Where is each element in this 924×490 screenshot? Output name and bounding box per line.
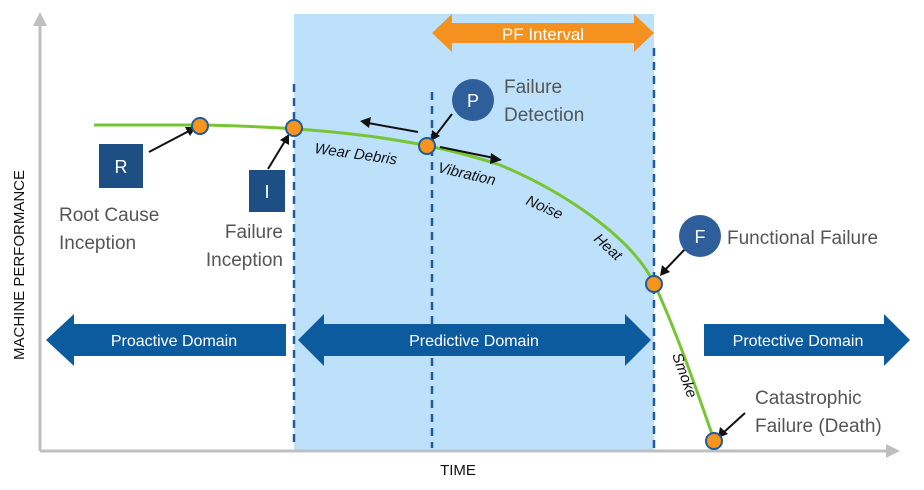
performance-curve bbox=[94, 123, 716, 441]
domain-protective-label: Protective Domain bbox=[733, 333, 864, 350]
domain-predictive-arrow bbox=[298, 314, 651, 366]
marker-f-circle bbox=[679, 215, 721, 257]
axes: TIME MACHINE PERFORMANCE bbox=[11, 12, 900, 479]
domain-protective-arrow bbox=[704, 314, 910, 366]
arrow-f-head bbox=[660, 265, 670, 276]
y-axis-arrowhead bbox=[33, 12, 47, 26]
arrow-r-line bbox=[148, 130, 190, 153]
y-axis-label: MACHINE PERFORMANCE bbox=[11, 170, 28, 360]
arrow-vibration-head bbox=[490, 153, 502, 164]
arrow-catastrophic-line bbox=[722, 412, 746, 434]
arrow-p-head bbox=[431, 130, 440, 141]
point-failure-detection bbox=[418, 137, 436, 155]
domain-protective: Protective Domain bbox=[704, 314, 910, 366]
point-failure-inception bbox=[285, 119, 303, 137]
root-cause-label-line1: Root Cause bbox=[59, 205, 159, 226]
arrow-i-line bbox=[267, 140, 286, 170]
arrow-f-line bbox=[664, 247, 687, 271]
marker-i-box bbox=[249, 170, 285, 212]
point-functional-failure bbox=[645, 275, 663, 293]
marker-i: I bbox=[249, 170, 285, 212]
marker-p-label: P bbox=[467, 91, 479, 111]
marker-r-label: R bbox=[115, 157, 128, 177]
curve-points bbox=[191, 117, 723, 450]
catastrophic-label-line1: Catastrophic bbox=[755, 388, 862, 409]
marker-f: F bbox=[679, 215, 721, 257]
marker-p-circle bbox=[452, 79, 494, 121]
domain-proactive-arrow bbox=[46, 314, 286, 366]
arrow-wear-debris-head bbox=[360, 117, 371, 128]
domain-predictive: Predictive Domain bbox=[298, 314, 651, 366]
marker-p: P bbox=[452, 79, 494, 121]
marker-r: R bbox=[99, 144, 143, 188]
failure-inception-label-line1: Failure bbox=[225, 222, 283, 243]
failure-inception-label-line2: Inception bbox=[206, 250, 283, 271]
functional-failure-label: Functional Failure bbox=[727, 228, 878, 249]
marker-f-label: F bbox=[695, 227, 706, 247]
point-root-cause bbox=[191, 117, 209, 135]
domain-predictive-label: Predictive Domain bbox=[409, 333, 539, 350]
pf-interval-arrow: PF Interval bbox=[432, 14, 654, 52]
curve-label-smoke: Smoke bbox=[668, 351, 700, 401]
x-axis-arrowhead bbox=[886, 444, 900, 458]
x-axis-label: TIME bbox=[440, 462, 476, 479]
pf-interval-label: PF Interval bbox=[502, 25, 584, 44]
marker-r-box bbox=[99, 144, 143, 188]
arrow-wear-debris-line bbox=[367, 122, 419, 133]
marker-i-label: I bbox=[264, 182, 269, 202]
root-cause-label-line2: Inception bbox=[59, 233, 136, 254]
catastrophic-label-line2: Failure (Death) bbox=[755, 416, 882, 437]
arrow-i-head bbox=[280, 134, 289, 145]
point-catastrophic bbox=[705, 432, 723, 450]
failure-detection-label-line2: Detection bbox=[504, 105, 584, 126]
arrow-vibration-line bbox=[439, 146, 495, 159]
arrow-p-line bbox=[435, 113, 453, 136]
domain-proactive-label: Proactive Domain bbox=[111, 333, 237, 350]
pf-interval-shape bbox=[432, 14, 654, 52]
failure-detection-label-line1: Failure bbox=[504, 77, 562, 98]
domain-proactive: Proactive Domain bbox=[46, 314, 286, 366]
